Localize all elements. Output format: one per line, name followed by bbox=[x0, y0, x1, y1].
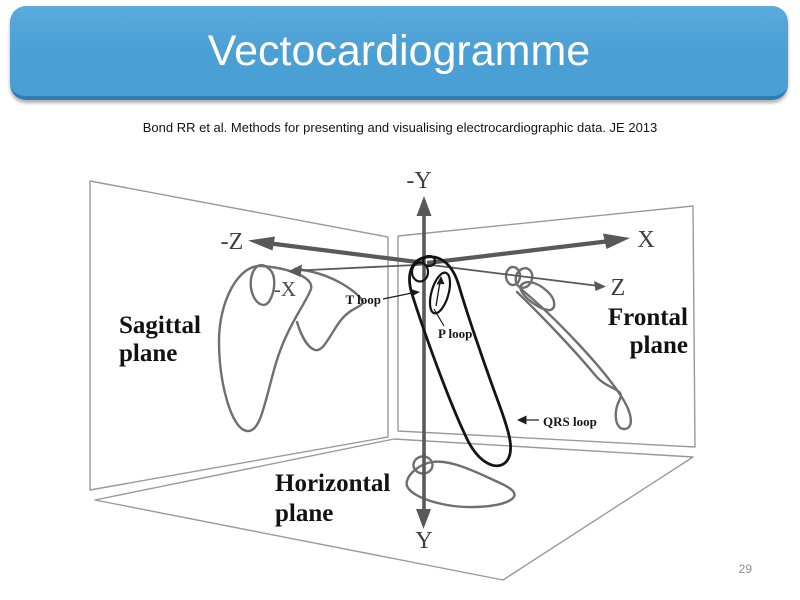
axis-label-neg-y: -Y bbox=[406, 168, 431, 194]
sagittal-loop bbox=[217, 263, 364, 433]
t-loop-curve bbox=[428, 271, 452, 315]
t-loop-callout: T loop bbox=[345, 289, 420, 307]
axis-neg-y: -Y bbox=[406, 168, 432, 265]
axis-label-z: Z bbox=[611, 275, 626, 301]
svg-text:plane: plane bbox=[630, 332, 688, 359]
svg-text:Frontal: Frontal bbox=[608, 304, 688, 331]
citation-text: Bond RR et al. Methods for presenting an… bbox=[142, 120, 658, 135]
horizontal-plane-outline bbox=[94, 438, 694, 581]
slide-title: Vectocardiogramme bbox=[207, 26, 591, 75]
svg-text:Sagittal: Sagittal bbox=[119, 312, 201, 339]
axis-x: X bbox=[426, 227, 655, 266]
frontal-plane-label: Frontal plane bbox=[608, 304, 688, 359]
axis-label-y: Y bbox=[415, 528, 432, 554]
frontal-plane-outline bbox=[397, 205, 696, 448]
axis-neg-x: -X bbox=[274, 263, 427, 301]
p-loop-callout: P loop bbox=[433, 308, 472, 341]
p-loop-label: P loop bbox=[438, 326, 472, 341]
qrs-loop-callout: QRS loop bbox=[517, 414, 597, 429]
qrs-loop-curve bbox=[408, 255, 513, 468]
svg-text:plane: plane bbox=[275, 500, 333, 527]
axis-label-x: X bbox=[637, 227, 654, 253]
sagittal-plane-label: Sagittal plane bbox=[119, 312, 201, 367]
axis-z: Z bbox=[426, 263, 626, 301]
axis-label-neg-z: -Z bbox=[221, 229, 244, 255]
svg-text:Horizontal: Horizontal bbox=[275, 470, 390, 497]
sagittal-plane-outline bbox=[89, 180, 389, 491]
t-loop-label: T loop bbox=[345, 292, 381, 307]
horizontal-plane-label: Horizontal plane bbox=[275, 470, 390, 527]
axis-neg-z: -Z bbox=[221, 229, 426, 266]
qrs-loop-label: QRS loop bbox=[543, 414, 597, 429]
axis-label-neg-x: -X bbox=[274, 277, 296, 301]
axis-y: Y bbox=[415, 265, 433, 554]
svg-text:plane: plane bbox=[119, 340, 177, 367]
page-number: 29 bbox=[738, 562, 752, 576]
title-banner: Vectocardiogramme bbox=[10, 6, 788, 100]
p-loop-curve bbox=[410, 254, 437, 283]
